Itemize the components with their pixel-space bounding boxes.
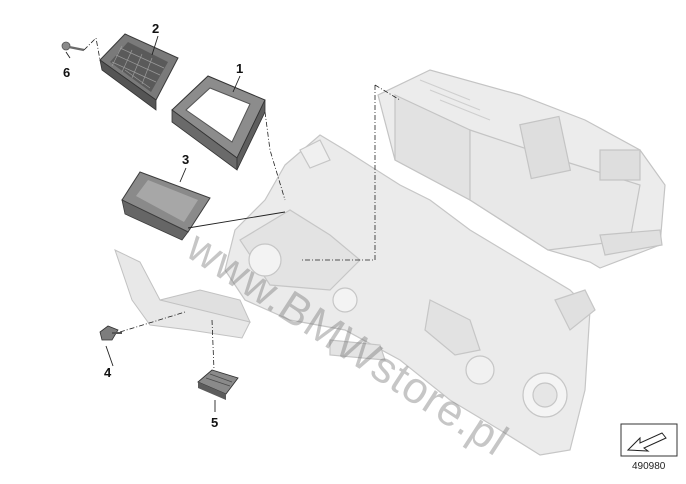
- grille-part-2: [99, 33, 179, 111]
- lower-bracket: [114, 249, 251, 339]
- connector-part-5: [197, 369, 239, 400]
- callout-4: 4: [104, 365, 112, 380]
- cover-part-3: [121, 171, 211, 241]
- reference-number: 490980: [632, 461, 666, 472]
- callout-1: 1: [236, 61, 244, 76]
- callout-5: 5: [211, 415, 219, 430]
- callout-3: 3: [182, 152, 190, 167]
- dash-dot-lines: [83, 37, 401, 371]
- callout-6: 6: [63, 65, 71, 80]
- callout-2: 2: [152, 21, 160, 36]
- hvac-unit: [377, 69, 666, 269]
- clip-part-4: [99, 325, 122, 341]
- frame-part-1: [171, 75, 266, 171]
- direction-arrow-icon: [620, 423, 678, 457]
- screw-part-6: [61, 41, 85, 52]
- bulkhead-panel: [224, 134, 596, 456]
- leader-lines: [65, 35, 286, 412]
